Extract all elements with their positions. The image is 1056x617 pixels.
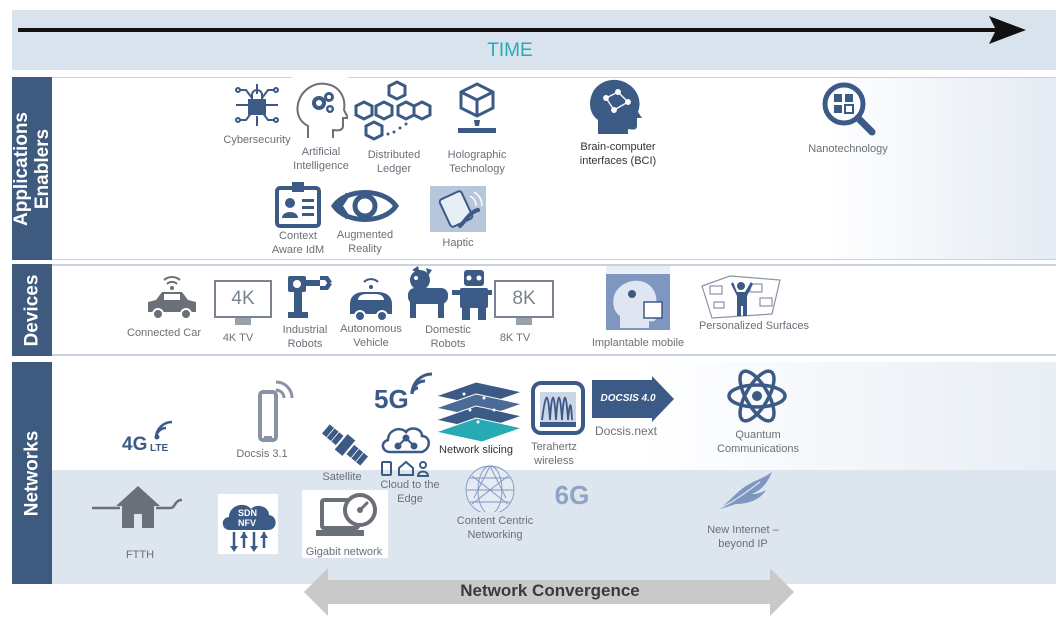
applications-band [12, 77, 1056, 260]
row-label-networks: Networks [12, 362, 52, 584]
network-slicing-icon [434, 381, 524, 443]
ftth-house-icon [92, 486, 183, 528]
time-arrow [18, 16, 1026, 44]
time-band [12, 10, 1056, 70]
holographic-icon [458, 82, 496, 133]
industrial-robot-icon [288, 276, 332, 318]
5g-badge: 5G [374, 370, 440, 414]
new-internet-icon [715, 472, 772, 511]
cloud-edge-icon [381, 427, 430, 477]
context-idm-label: Context Aware IdM [271, 230, 325, 256]
docsis-next-label: Docsis.next [594, 424, 658, 438]
gigabit-network-icon [316, 493, 377, 536]
new-internet-label: New Internet – beyond IP [707, 524, 779, 550]
nanotechnology-label: Nanotechnology [808, 143, 888, 155]
sdn-label: SDN [238, 508, 258, 518]
tv-4k-screen: 4K [214, 280, 272, 325]
industrial-robots-label: Industrial Robots [282, 324, 328, 350]
docsis-next-arrow [592, 376, 674, 422]
connected-car-label: Connected Car [127, 327, 201, 339]
sdn-nfv-icon: SDN NFV [218, 494, 278, 554]
docsis31-modem-icon [258, 380, 294, 442]
docsis31-label: Docsis 3.1 [236, 448, 288, 460]
implantable-mobile-icon [606, 266, 670, 330]
nfv-label: NFV [238, 518, 256, 528]
augmented-reality-label: Augmented Reality [336, 229, 394, 255]
satellite-icon [321, 424, 369, 466]
lte-signal-icon [154, 420, 173, 440]
6g-label: 6G [554, 480, 590, 510]
tv-4k-label: 4K TV [222, 332, 254, 344]
time-label: TIME [487, 40, 533, 61]
cloud-edge-label: Cloud to the Edge [380, 479, 440, 505]
convergence-label: Network Convergence [460, 581, 640, 600]
networks-lower-band [12, 470, 1056, 584]
tv-8k-label: 8K TV [499, 332, 531, 344]
tv-8k-screen: 8K [494, 280, 554, 325]
sdn-nfv-cloud-icon [222, 504, 276, 552]
domestic-robots-icon [408, 266, 492, 320]
nanotechnology-icon [822, 82, 876, 136]
row-label-applications: Applications Enablers [11, 77, 53, 260]
connected-car-icon [148, 276, 196, 320]
network-slicing-label: Network slicing [439, 444, 513, 456]
lte-label: LTE [150, 443, 169, 454]
5g-signal-icon [410, 372, 433, 395]
quantum-atom-icon [727, 369, 787, 423]
ai-label: Artificial Intelligence [293, 146, 349, 172]
ftth-label: FTTH [125, 549, 155, 561]
4g-lte-badge: 4G LTE [122, 418, 182, 458]
distributed-ledger-label: Distributed Ledger [367, 149, 421, 175]
terahertz-icon [531, 381, 585, 435]
haptic-icon [430, 186, 486, 232]
context-idm-icon [275, 182, 321, 228]
4g-label: 4G [122, 434, 148, 455]
bci-head-icon [590, 79, 642, 134]
implantable-mobile-label: Implantable mobile [591, 337, 685, 349]
domestic-robots-label: Domestic Robots [425, 324, 471, 350]
content-centric-globe-icon [465, 465, 515, 512]
cybersecurity-label: Cybersecurity [223, 134, 291, 146]
personalized-surfaces-label: Personalized Surfaces [698, 320, 810, 332]
5g-label: 5G [374, 384, 409, 414]
autonomous-vehicle-icon [350, 278, 392, 322]
row-label-devices: Devices [12, 264, 52, 356]
distributed-ledger-icon [352, 78, 436, 144]
content-centric-label: Content Centric Networking [456, 515, 534, 541]
satellite-label: Satellite [322, 471, 362, 483]
holographic-label: Holographic Technology [447, 149, 507, 175]
personalized-surfaces-icon [701, 275, 781, 319]
augmented-reality-icon [330, 190, 400, 222]
ai-head-icon [292, 76, 348, 142]
quantum-label: Quantum Communications [717, 429, 799, 455]
bci-label: Brain-computer interfaces (BCI) [579, 141, 657, 167]
terahertz-label: Terahertz wireless [531, 441, 577, 467]
convergence-arrow [304, 568, 794, 616]
cybersecurity-icon [235, 84, 279, 126]
gigabit-label: Gigabit network [305, 546, 383, 558]
autonomous-vehicle-label: Autonomous Vehicle [340, 323, 402, 349]
docsis-40-badge: DOCSIS 4.0 [600, 393, 656, 404]
haptic-label: Haptic [442, 237, 474, 249]
